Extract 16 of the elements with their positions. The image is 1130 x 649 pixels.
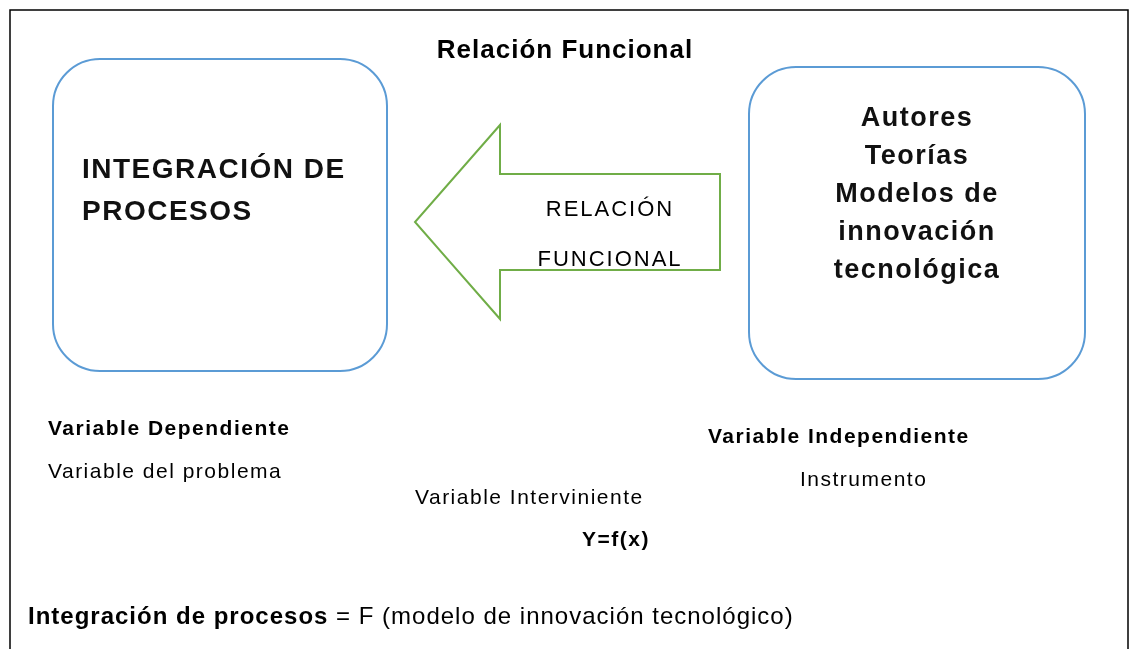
node-caption: Variable Dependiente <box>48 416 291 440</box>
node-caption: Variable Independiente <box>708 424 970 448</box>
rounded-box <box>748 66 1086 380</box>
rounded-box <box>52 58 388 372</box>
diagram-title: Relación Funcional <box>435 34 695 65</box>
node-caption: Variable del problema <box>48 459 283 483</box>
node-text: Modelos de innovación tecnológica <box>832 177 1002 286</box>
node-text: Autores <box>859 101 975 134</box>
node-text: Teorías <box>863 139 971 172</box>
formula-text: Integración de procesos = F (modelo de innovación tecnológico) <box>28 602 794 630</box>
node-text: INTEGRACIÓN DE PROCESOS <box>82 152 347 228</box>
label-text: Variable Interviniente <box>415 485 644 509</box>
edge-label: RELACIÓN FUNCIONAL <box>536 195 684 273</box>
node-caption: Instrumento <box>800 467 928 491</box>
block-arrow <box>413 122 721 322</box>
label-text: Y=f(x) <box>582 527 650 551</box>
